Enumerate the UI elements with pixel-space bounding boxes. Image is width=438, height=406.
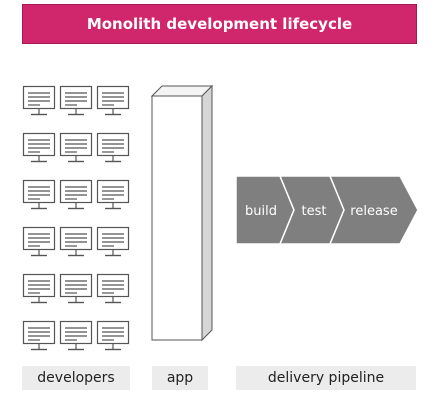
desktop-monitor-icon [96, 226, 130, 266]
pipeline-stage-release: release [328, 175, 419, 245]
caption-delivery-pipeline: delivery pipeline [236, 366, 416, 390]
pipeline-stage-label: release [350, 204, 397, 219]
desktop-monitor-icon [59, 132, 93, 172]
app-box-front-face [151, 95, 203, 341]
diagram-title: Monolith development lifecycle [86, 15, 353, 33]
desktop-monitor-icon [22, 320, 56, 360]
desktop-monitor-icon [22, 273, 56, 313]
desktop-monitor-icon [59, 273, 93, 313]
caption-app: app [152, 366, 208, 390]
desktop-monitor-icon [59, 179, 93, 219]
desktop-monitor-icon [59, 320, 93, 360]
app-box [150, 84, 214, 342]
pipeline-chevron [328, 175, 419, 245]
desktop-monitor-icon [22, 132, 56, 172]
app-box-side-face [201, 84, 213, 342]
desktop-monitor-icon [96, 320, 130, 360]
desktop-monitor-icon [22, 226, 56, 266]
pipeline-stage-label: build [245, 204, 277, 219]
desktop-monitor-icon [96, 273, 130, 313]
caption-app-text: app [166, 370, 194, 386]
developer-monitor-grid [22, 85, 130, 367]
title-banner: Monolith development lifecycle [22, 4, 417, 44]
caption-developers-text: developers [37, 370, 115, 386]
desktop-monitor-icon [59, 85, 93, 125]
caption-developers: developers [22, 366, 130, 390]
pipeline-stage-build: build [235, 175, 295, 245]
delivery-pipeline: build test release [235, 175, 419, 245]
desktop-monitor-icon [59, 226, 93, 266]
desktop-monitor-icon [96, 85, 130, 125]
desktop-monitor-icon [96, 179, 130, 219]
desktop-monitor-icon [22, 179, 56, 219]
desktop-monitor-icon [96, 132, 130, 172]
pipeline-stage-label: test [302, 204, 327, 219]
desktop-monitor-icon [22, 85, 56, 125]
caption-pipeline-text: delivery pipeline [267, 370, 385, 386]
